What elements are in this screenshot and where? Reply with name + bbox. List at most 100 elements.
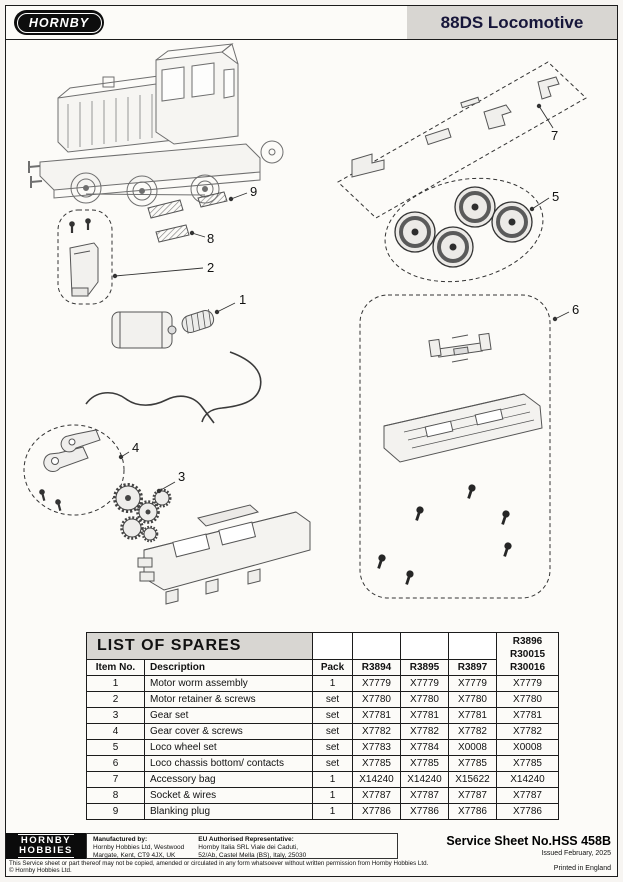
part-2-motor-retainer xyxy=(57,209,113,305)
footer-row: HORNBY HOBBIES Manufactured by: Hornby H… xyxy=(6,833,611,859)
cell: X7781 xyxy=(352,707,401,724)
cell: set xyxy=(312,707,353,724)
spares-title: LIST OF SPARES xyxy=(86,632,313,660)
table-row: 4 Gear cover & screws set X7782 X7782 X7… xyxy=(86,723,559,740)
cell: X7780 xyxy=(448,691,497,708)
cell: Loco chassis bottom/ contacts xyxy=(144,755,313,772)
cell: Loco wheel set xyxy=(144,739,313,756)
cell: X7782 xyxy=(496,723,559,740)
cell: Motor retainer & screws xyxy=(144,691,313,708)
svg-text:6: 6 xyxy=(572,302,579,317)
cell: X7786 xyxy=(448,803,497,820)
column-header-description: Description xyxy=(144,659,313,676)
column-header-pack: Pack xyxy=(312,659,353,676)
hornby-logo: HORNBY xyxy=(14,10,104,35)
callout-2: 2 xyxy=(112,260,214,279)
header: HORNBY 88DS Locomotive xyxy=(6,6,617,40)
cell: X7782 xyxy=(352,723,401,740)
callout-8: 8 xyxy=(189,230,214,246)
table-title-row: LIST OF SPARES R3896 R30015 R30016 xyxy=(86,632,559,676)
cell: X7786 xyxy=(352,803,401,820)
callout-9: 9 xyxy=(228,184,257,202)
table-row: 6 Loco chassis bottom/ contacts set X778… xyxy=(86,755,559,772)
callout-5: 5 xyxy=(529,189,559,212)
part-3-gear-set xyxy=(113,483,172,543)
list-of-spares-table: LIST OF SPARES R3896 R30015 R30016 Item … xyxy=(86,632,559,820)
cell: set xyxy=(312,739,353,756)
blank-cell xyxy=(352,632,401,660)
printed-in: Printed in England xyxy=(553,865,611,872)
cell: X7782 xyxy=(400,723,449,740)
cell: X7787 xyxy=(496,787,559,804)
part-1-motor-worm xyxy=(111,309,215,349)
svg-text:9: 9 xyxy=(250,184,257,199)
cell: X0008 xyxy=(496,739,559,756)
table-header-row: Item No. Description Pack R3894 R3895 R3… xyxy=(86,659,559,676)
part-6-chassis-bottom xyxy=(359,294,551,599)
table-row: 9 Blanking plug 1 X7786 X7786 X7786 X778… xyxy=(86,803,559,820)
cell: X7780 xyxy=(496,691,559,708)
blank-cell xyxy=(448,632,497,660)
eu-representative: EU Authorised Representative: Hornby Ita… xyxy=(198,836,307,860)
exploded-parts-diagram: 1 2 3 4 xyxy=(23,43,587,605)
callout-1: 1 xyxy=(214,292,246,315)
cell: 1 xyxy=(312,675,353,692)
cell: set xyxy=(312,755,353,772)
cell: X7785 xyxy=(400,755,449,772)
table-row: 5 Loco wheel set set X7783 X7784 X0008 X… xyxy=(86,739,559,756)
svg-text:2: 2 xyxy=(207,260,214,275)
column-header-r3894: R3894 xyxy=(352,659,401,676)
cell: X7779 xyxy=(352,675,401,692)
cell: set xyxy=(312,691,353,708)
cell: X14240 xyxy=(352,771,401,788)
cell: X7783 xyxy=(352,739,401,756)
cell: X7781 xyxy=(496,707,559,724)
spares-table-section: LIST OF SPARES R3896 R30015 R30016 Item … xyxy=(86,632,617,820)
issued-date: Issued February, 2025 xyxy=(541,850,611,857)
cell: 2 xyxy=(86,691,145,708)
disclaimer-text: This Service sheet or part thereof may n… xyxy=(9,860,429,867)
cell: Blanking plug xyxy=(144,803,313,820)
svg-text:5: 5 xyxy=(552,189,559,204)
manufactured-by: Manufactured by: Hornby Hobbies Ltd, Wes… xyxy=(93,836,185,860)
cell: X14240 xyxy=(400,771,449,788)
logo-line1: HORNBY xyxy=(20,835,72,847)
part-9-blanking-plug xyxy=(147,191,228,219)
cell: X7784 xyxy=(400,739,449,756)
chassis-block xyxy=(137,504,311,605)
cell: 5 xyxy=(86,739,145,756)
logo-rule xyxy=(18,834,74,836)
cell: X14240 xyxy=(496,771,559,788)
wheel xyxy=(491,201,533,243)
logo-rule xyxy=(18,856,74,858)
cell: 1 xyxy=(312,787,353,804)
hornby-logo-ring xyxy=(16,12,102,33)
cell: X7779 xyxy=(496,675,559,692)
cell: 3 xyxy=(86,707,145,724)
cell: X7780 xyxy=(352,691,401,708)
column-header-item: Item No. xyxy=(86,659,145,676)
cell: 4 xyxy=(86,723,145,740)
wheel xyxy=(454,186,496,228)
cell: 1 xyxy=(312,771,353,788)
wheel xyxy=(432,226,474,268)
cell: X15622 xyxy=(448,771,497,788)
cell: X7785 xyxy=(496,755,559,772)
cell: 9 xyxy=(86,803,145,820)
callout-7: 7 xyxy=(536,103,558,143)
cell: X7780 xyxy=(400,691,449,708)
cell: X7781 xyxy=(448,707,497,724)
diagram-area: 1 2 3 4 xyxy=(6,40,617,630)
blank-cell xyxy=(312,632,353,660)
blank-cell xyxy=(400,632,449,660)
footer: HORNBY HOBBIES Manufactured by: Hornby H… xyxy=(6,824,617,876)
cell: Gear set xyxy=(144,707,313,724)
wheel xyxy=(394,211,436,253)
table-row: 2 Motor retainer & screws set X7780 X778… xyxy=(86,691,559,708)
cell: X7787 xyxy=(400,787,449,804)
manufacturer-box: Manufactured by: Hornby Hobbies Ltd, Wes… xyxy=(86,833,398,859)
svg-text:7: 7 xyxy=(551,128,558,143)
cell: X7779 xyxy=(448,675,497,692)
cell: 1 xyxy=(86,675,145,692)
column-header-r3895: R3895 xyxy=(400,659,449,676)
